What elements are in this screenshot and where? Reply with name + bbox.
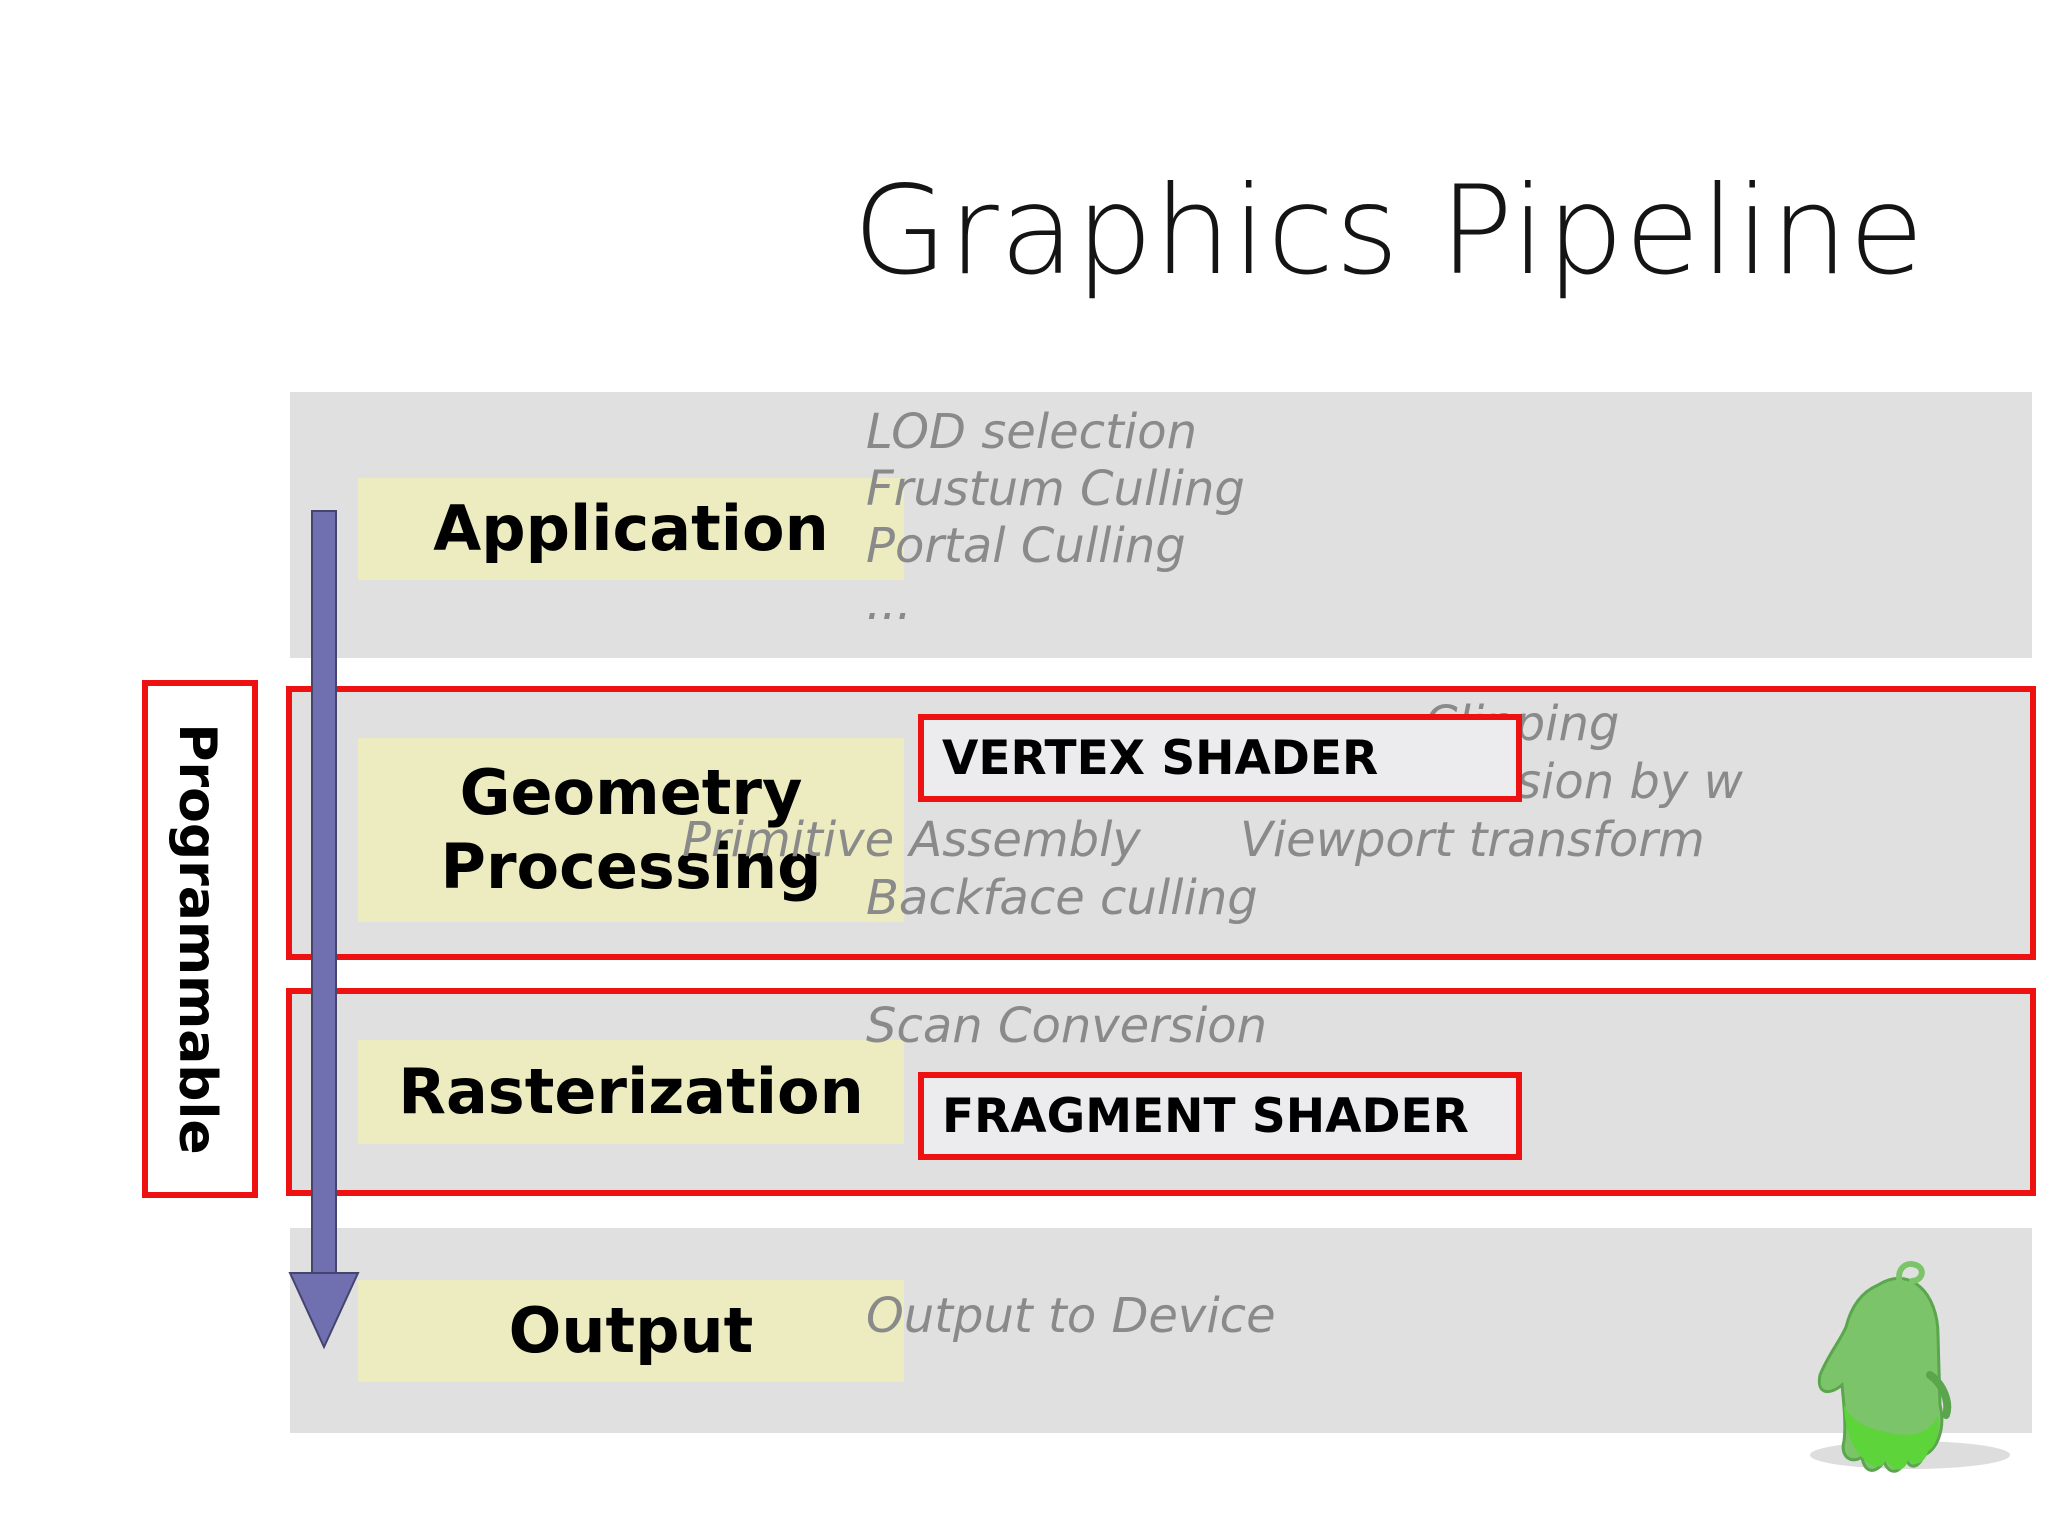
green-ghost-mascot-icon bbox=[1810, 1261, 2010, 1473]
note-lod-selection: LOD selection bbox=[866, 404, 1198, 460]
stage-application-label: Application bbox=[433, 491, 829, 565]
programmable-label: Programmable bbox=[167, 723, 227, 1155]
stage-rasterization: Rasterization bbox=[358, 1040, 904, 1144]
programmable-rasterization-outline bbox=[286, 988, 2036, 1196]
stage-output-label: Output bbox=[508, 1293, 754, 1367]
fragment-shader-box: FRAGMENT SHADER bbox=[918, 1072, 1522, 1160]
note-portal-culling: Portal Culling bbox=[866, 518, 1186, 574]
note-output-to-device: Output to Device bbox=[866, 1288, 1276, 1344]
note-frustum-culling: Frustum Culling bbox=[866, 461, 1245, 517]
vertex-shader-box: VERTEX SHADER bbox=[918, 714, 1522, 802]
programmable-geometry-outline bbox=[286, 686, 2036, 960]
note-viewport-transform: Viewport transform bbox=[1240, 812, 1705, 868]
note-primitive-assembly: Primitive Assembly bbox=[682, 812, 1141, 868]
down-arrow-icon bbox=[288, 510, 360, 1350]
programmable-label-outline bbox=[142, 680, 258, 1198]
stage-geometry: Geometry Processing bbox=[358, 738, 904, 922]
note-scan-conversion: Scan Conversion bbox=[866, 998, 1268, 1054]
stage-geometry-label: Geometry Processing bbox=[440, 755, 822, 903]
stage-output: Output bbox=[358, 1280, 904, 1382]
stage-rasterization-label: Rasterization bbox=[398, 1054, 864, 1128]
application-notes: LOD selection Frustum Culling Portal Cul… bbox=[866, 404, 1245, 632]
stage-application: Application bbox=[358, 478, 904, 580]
note-backface-culling: Backface culling bbox=[866, 870, 1258, 926]
note-ellipsis: ... bbox=[866, 575, 912, 631]
slide-title: Graphics Pipeline bbox=[853, 160, 1925, 302]
